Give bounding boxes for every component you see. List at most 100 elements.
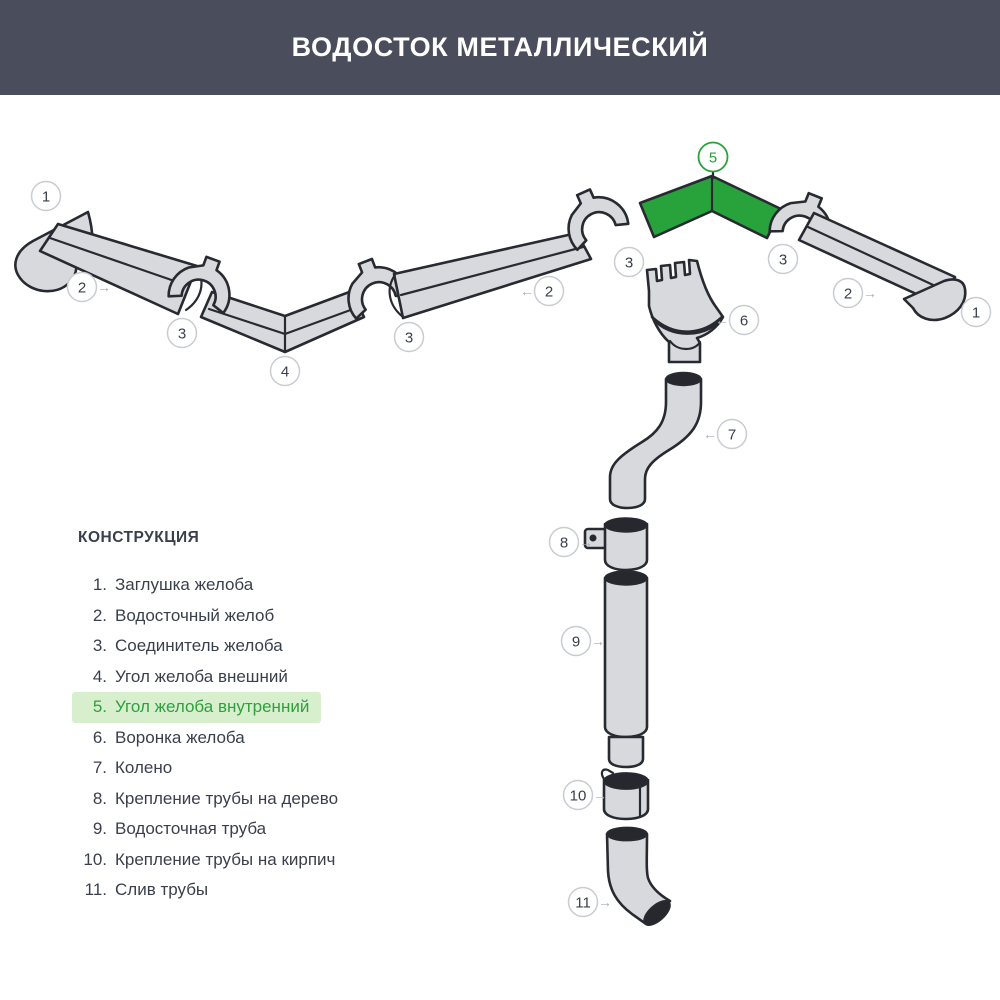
legend-item-label: Угол желоба внутренний <box>115 697 310 717</box>
callout-circle <box>30 180 62 212</box>
legend-item-number: 2. <box>92 605 107 625</box>
callout-10: 10 → <box>562 779 607 811</box>
gutter-outer-corner <box>199 289 366 354</box>
gutter-inner-corner-highlighted <box>638 174 783 240</box>
header: ВОДОСТОК МЕТАЛЛИЧЕСКИЙ <box>0 0 1000 95</box>
callout-number: 3 <box>625 254 633 271</box>
legend-title: КОНСТРУКЦИЯ <box>78 529 200 546</box>
legend-item-number: 3. <box>92 636 107 656</box>
page-title: ВОДОСТОК МЕТАЛЛИЧЕСКИЙ <box>291 32 709 62</box>
callout-3: 3 <box>613 246 645 278</box>
callout-circle <box>548 526 580 558</box>
callout-number: 5 <box>709 149 717 166</box>
callout-number: 8 <box>560 534 568 551</box>
callout-number: 3 <box>405 329 413 346</box>
callout-3: 3 <box>166 317 198 349</box>
callout-number: 3 <box>779 251 787 268</box>
legend-item: 11. Слив трубы <box>72 875 220 906</box>
right-arrow-icon: → <box>579 534 593 550</box>
legend-item-number: 8. <box>92 788 107 808</box>
legend-item-number: 4. <box>92 666 107 686</box>
legend-item: 5. Угол желоба внутренний <box>72 692 322 723</box>
right-arrow-icon: → <box>598 894 612 910</box>
legend-item-label: Колено <box>115 758 173 778</box>
right-arrow-icon: → <box>97 279 111 295</box>
legend-item: 9. Водосточная труба <box>72 814 278 845</box>
legend-item-label: Соединитель желоба <box>115 636 283 656</box>
legend-item: 8. Крепление трубы на дерево <box>72 784 350 815</box>
right-arrow-icon: → <box>863 285 877 301</box>
callout-2: 2← <box>520 275 565 307</box>
right-arrow-icon: → <box>591 633 605 649</box>
legend-item-label: Угол желоба внешний <box>115 666 288 686</box>
downpipe <box>603 570 649 769</box>
legend: КОНСТРУКЦИЯ 1. Заглушка желоба 2. Водост… <box>72 529 350 906</box>
callout-circle <box>960 296 992 328</box>
callout-circle <box>728 304 760 336</box>
callout-circle <box>613 246 645 278</box>
pipe-bracket-brick <box>600 768 650 821</box>
left-arrow-icon: ← <box>703 426 717 442</box>
callout-number: 3 <box>178 325 186 342</box>
legend-item-label: Крепление трубы на кирпич <box>115 849 336 869</box>
legend-item: 3. Соединитель желоба <box>72 631 295 662</box>
legend-item: 2. Водосточный желоб <box>72 601 286 632</box>
callout-circle <box>562 779 594 811</box>
callout-3: 3 <box>393 321 425 353</box>
callout-number: 7 <box>728 426 736 443</box>
left-arrow-icon: ← <box>520 283 534 299</box>
legend-item-number: 11. <box>84 880 107 900</box>
callout-number: 9 <box>572 633 580 650</box>
legend-item-label: Крепление трубы на дерево <box>115 788 339 808</box>
callout-2: 2→ <box>832 277 877 309</box>
gutter-section <box>38 222 203 316</box>
left-arrow-icon: ← <box>715 312 729 328</box>
legend-item-number: 6. <box>92 727 107 747</box>
callout-circle <box>697 141 729 173</box>
callout-number: 2 <box>545 283 553 300</box>
callout-3: 3 <box>767 243 799 275</box>
callout-circle <box>560 625 592 657</box>
callout-number: 4 <box>281 363 289 380</box>
callout-number: 11 <box>575 894 591 911</box>
legend-item: 7. Колено <box>72 753 184 784</box>
legend-item: 6. Воронка желоба <box>72 723 257 754</box>
legend-item-label: Слив трубы <box>115 880 209 900</box>
callout-circle <box>832 277 864 309</box>
legend-item-number: 5. <box>92 697 107 717</box>
gutter-end-cap <box>902 278 967 322</box>
callout-11: 11 → <box>567 886 612 918</box>
right-arrow-icon: → <box>593 787 607 803</box>
callout-circle <box>767 243 799 275</box>
gutter-section <box>388 231 593 320</box>
legend-item: 1. Заглушка желоба <box>72 570 265 601</box>
callout-8: 8→ <box>548 526 593 558</box>
legend-item: 10. Крепление трубы на кирпич <box>72 845 347 876</box>
legend-item-number: 10. <box>83 849 107 869</box>
legend-rows: 1. Заглушка желоба 2. Водосточный желоб … <box>72 570 350 906</box>
callout-number: 1 <box>972 304 980 321</box>
callout-9: 9→ <box>560 625 605 657</box>
callout-number: 10 <box>570 787 587 804</box>
callout-circle <box>166 317 198 349</box>
callout-2: 2→ <box>66 271 111 303</box>
legend-item-number: 9. <box>92 819 107 839</box>
callout-5: 5 <box>697 141 729 180</box>
callout-6: 6← <box>715 304 760 336</box>
legend-item-label: Заглушка желоба <box>115 575 254 595</box>
callout-circle <box>393 321 425 353</box>
pipe-bracket-wood <box>583 517 649 572</box>
legend-item-number: 1. <box>92 575 107 595</box>
callout-number: 6 <box>740 312 748 329</box>
pipe-elbow <box>608 371 703 510</box>
callout-circle <box>567 886 599 918</box>
callout-circle <box>66 271 98 303</box>
callout-1: 1 <box>30 180 62 212</box>
callout-circle <box>269 355 301 387</box>
callout-4: 4 <box>269 355 301 387</box>
legend-item-label: Водосточная труба <box>115 819 267 839</box>
legend-item: 4. Угол желоба внешний <box>72 662 300 693</box>
